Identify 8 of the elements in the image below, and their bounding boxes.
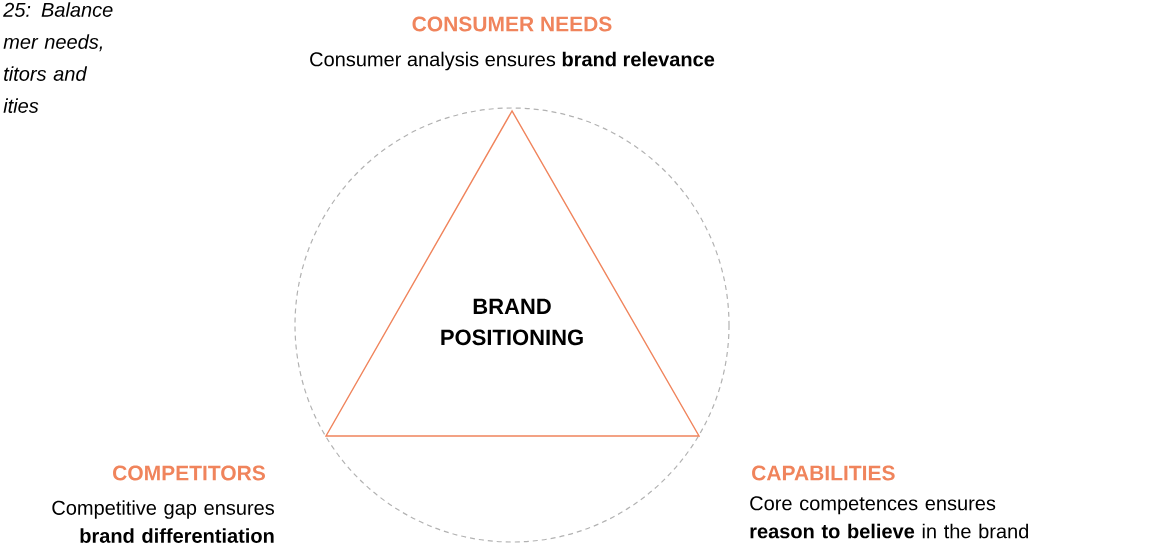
corner-text: Consumer analysis ensures brand relevance [310, 51, 715, 71]
corner-text: Competitive gap ensures brand differentiation [52, 500, 274, 543]
corner-heading: CAPABILITIES [752, 465, 895, 481]
corner-text: Core competences ensures reason to believe in the brand [750, 496, 1028, 539]
node-text: BRAND POSITIONING [441, 298, 583, 346]
caption: 25: Balance mer needs, titors and ities [3, 2, 113, 113]
corner-heading: CONSUMER NEEDS [412, 16, 612, 32]
corner-heading: COMPETITORS [113, 465, 265, 481]
